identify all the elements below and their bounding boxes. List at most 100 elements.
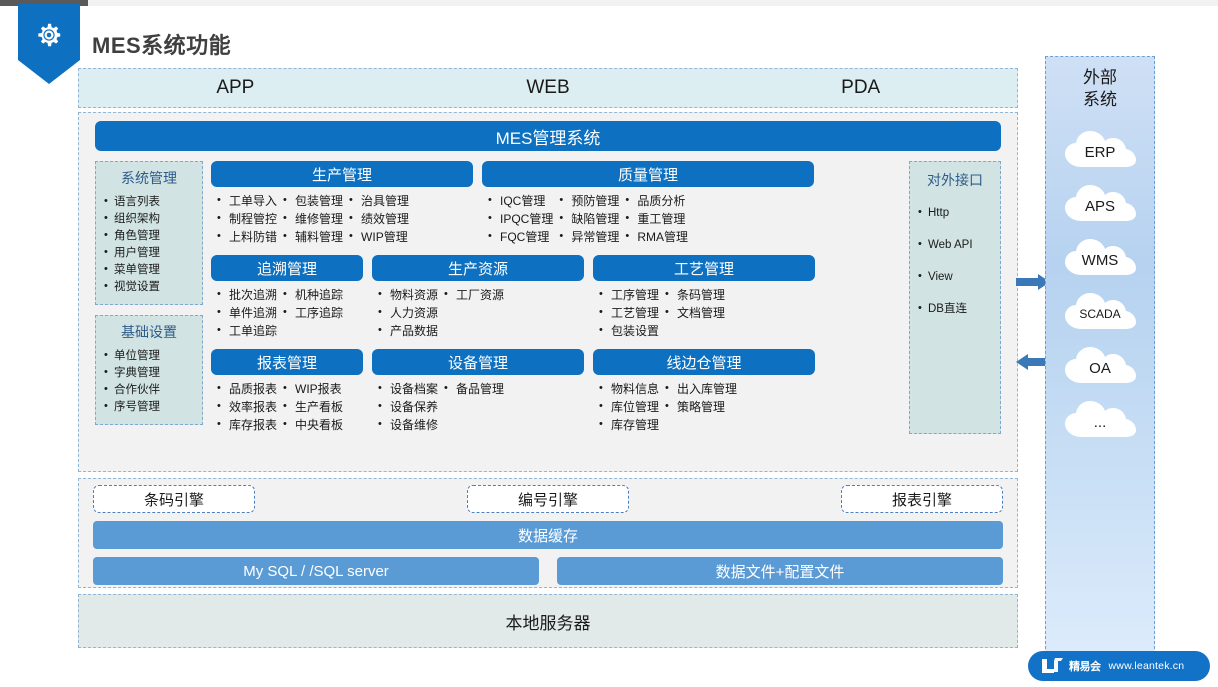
function-item[interactable]: 工艺管理 (597, 303, 659, 322)
function-item[interactable]: 人力资源 (376, 303, 438, 322)
function-item[interactable]: 机种追踪 (281, 285, 343, 304)
function-item[interactable]: 工序追踪 (281, 303, 343, 322)
function-item[interactable]: 工单导入 (215, 191, 277, 210)
side-panel-item[interactable]: 序号管理 (100, 398, 198, 416)
function-item[interactable]: 品质分析 (623, 191, 688, 210)
side-panel-item[interactable]: 语言列表 (100, 193, 198, 211)
side-panel-item[interactable]: 单位管理 (100, 347, 198, 365)
function-group-title[interactable]: 工艺管理 (593, 255, 815, 281)
footer-logo[interactable]: 精易会 www.leantek.cn (1028, 651, 1210, 681)
function-item[interactable]: 产品数据 (376, 321, 438, 340)
function-group-title[interactable]: 生产资源 (372, 255, 584, 281)
function-item[interactable]: 治具管理 (347, 191, 409, 210)
function-item[interactable]: 生产看板 (281, 397, 343, 416)
function-item-column: 物料资源人力资源产品数据 (376, 285, 438, 340)
function-group-title[interactable]: 追溯管理 (211, 255, 363, 281)
function-item[interactable]: FQC管理 (486, 227, 553, 246)
function-item[interactable]: 设备档案 (376, 379, 438, 398)
cloud-scada[interactable]: SCADA (1062, 289, 1138, 333)
cloud-erp[interactable]: ERP (1062, 127, 1138, 171)
function-item[interactable]: WIP管理 (347, 227, 409, 246)
interface-panel: 对外接口 HttpWeb APIViewDB直连 (909, 161, 1001, 434)
function-item[interactable]: RMA管理 (623, 227, 688, 246)
function-item[interactable]: IPQC管理 (486, 209, 553, 228)
function-item[interactable]: 库存报表 (215, 415, 277, 434)
function-groups: 生产管理工单导入制程管控上料防错包装管理维修管理辅料管理治具管理绩效管理WIP管… (211, 161, 901, 434)
function-item[interactable]: 效率报表 (215, 397, 277, 416)
function-item[interactable]: 文档管理 (663, 303, 725, 322)
function-group-title[interactable]: 设备管理 (372, 349, 584, 375)
function-item[interactable]: 库存管理 (597, 415, 659, 434)
group-row-0: 生产管理工单导入制程管控上料防错包装管理维修管理辅料管理治具管理绩效管理WIP管… (211, 161, 901, 246)
function-item[interactable]: 中央看板 (281, 415, 343, 434)
function-item[interactable]: 上料防错 (215, 227, 277, 246)
function-group-items: IQC管理IPQC管理FQC管理预防管理缺陷管理异常管理品质分析重工管理RMA管… (482, 191, 814, 246)
function-item[interactable]: 工单追踪 (215, 321, 277, 340)
function-item[interactable]: WIP报表 (281, 379, 343, 398)
function-item[interactable]: 绩效管理 (347, 209, 409, 228)
function-item[interactable]: 重工管理 (623, 209, 688, 228)
function-group-title[interactable]: 线边仓管理 (593, 349, 815, 375)
function-item[interactable]: 条码管理 (663, 285, 725, 304)
function-item-column: 物料信息库位管理库存管理 (597, 379, 659, 434)
brand-url: www.leantek.cn (1108, 660, 1185, 672)
function-item[interactable]: 物料资源 (376, 285, 438, 304)
side-panel-item[interactable]: 用户管理 (100, 244, 198, 262)
function-item[interactable]: 工厂资源 (442, 285, 504, 304)
cloud-oa[interactable]: OA (1062, 343, 1138, 387)
interface-item[interactable]: View (912, 269, 998, 285)
side-panel-item[interactable]: 角色管理 (100, 227, 198, 245)
function-item[interactable]: 包装设置 (597, 321, 659, 340)
function-group-title[interactable]: 生产管理 (211, 161, 473, 187)
engine-box[interactable]: 报表引擎 (841, 485, 1003, 513)
channel-pda[interactable]: PDA (841, 77, 881, 98)
function-item[interactable]: 异常管理 (557, 227, 619, 246)
channel-app[interactable]: APP (216, 77, 255, 98)
channel-row: APP WEB PDA (78, 68, 1018, 108)
function-item[interactable]: 包装管理 (281, 191, 343, 210)
cloud-dotdotdot[interactable]: ... (1062, 397, 1138, 441)
function-item[interactable]: 维修管理 (281, 209, 343, 228)
engine-box[interactable]: 编号引擎 (467, 485, 629, 513)
cache-bar: 数据缓存 (93, 521, 1003, 549)
function-item[interactable]: 预防管理 (557, 191, 619, 210)
channel-web[interactable]: WEB (526, 77, 570, 98)
function-item[interactable]: IQC管理 (486, 191, 553, 210)
function-item[interactable]: 设备维修 (376, 415, 438, 434)
function-item[interactable]: 备品管理 (442, 379, 504, 398)
badge-pennant-shape (18, 4, 80, 84)
function-item[interactable]: 批次追溯 (215, 285, 277, 304)
function-item[interactable]: 库位管理 (597, 397, 659, 416)
side-panel-item[interactable]: 菜单管理 (100, 261, 198, 279)
cloud-wms[interactable]: WMS (1062, 235, 1138, 279)
interface-item[interactable]: Web API (912, 237, 998, 253)
function-item-column: WIP报表生产看板中央看板 (281, 379, 343, 434)
cloud-list: ERP APS WMS SCADA OA... (1046, 127, 1154, 441)
interface-item[interactable]: DB直连 (912, 301, 998, 317)
function-group-title[interactable]: 质量管理 (482, 161, 814, 187)
engine-box[interactable]: 条码引擎 (93, 485, 255, 513)
side-panel-item[interactable]: 组织架构 (100, 210, 198, 228)
side-panel-item[interactable]: 视觉设置 (100, 278, 198, 296)
function-group-title[interactable]: 报表管理 (211, 349, 363, 375)
function-item[interactable]: 工序管理 (597, 285, 659, 304)
interface-item[interactable]: Http (912, 205, 998, 221)
side-panel-title: 基础设置 (121, 324, 177, 340)
function-item[interactable]: 品质报表 (215, 379, 277, 398)
cloud-aps[interactable]: APS (1062, 181, 1138, 225)
function-item[interactable]: 设备保养 (376, 397, 438, 416)
function-item[interactable]: 制程管控 (215, 209, 277, 228)
function-item[interactable]: 策略管理 (663, 397, 737, 416)
side-panel-item[interactable]: 字典管理 (100, 364, 198, 382)
top-accent-bar-light (88, 0, 1218, 6)
function-item[interactable]: 物料信息 (597, 379, 659, 398)
function-item-column: 包装管理维修管理辅料管理 (281, 191, 343, 246)
side-panel-item[interactable]: 合作伙伴 (100, 381, 198, 399)
function-item[interactable]: 出入库管理 (663, 379, 737, 398)
infrastructure-panel: 条码引擎编号引擎报表引擎 数据缓存 My SQL / /SQL server 数… (78, 478, 1018, 588)
function-item[interactable]: 辅料管理 (281, 227, 343, 246)
function-item[interactable]: 缺陷管理 (557, 209, 619, 228)
interface-item-list: HttpWeb API ViewDB直连 (912, 205, 998, 317)
function-item[interactable]: 单件追溯 (215, 303, 277, 322)
